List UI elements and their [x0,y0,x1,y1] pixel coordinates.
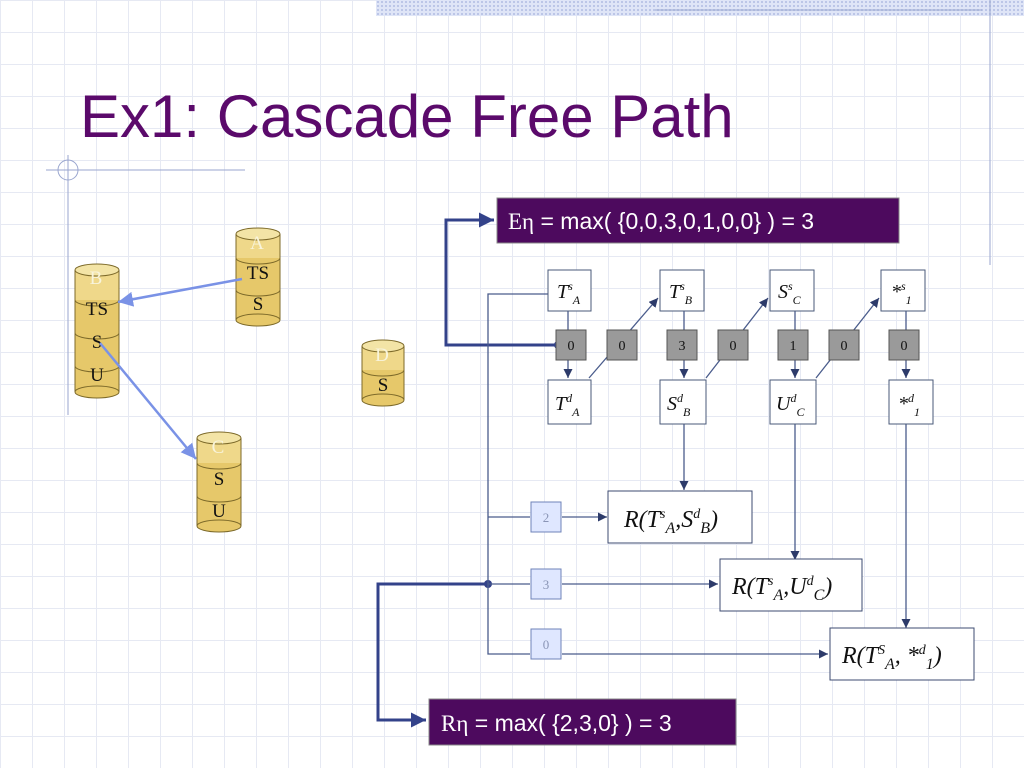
cylinder-A: A TS S [235,227,281,327]
svg-text:R(TSA, *d1): R(TSA, *d1) [841,643,942,673]
svg-text:Eη = max( {0,0,3,0,1,0,0} ) =: Eη = max( {0,0,3,0,1,0,0} ) = 3 [508,208,814,234]
decorative-lines [46,0,991,415]
result-box-2: R(TSA, *d1) [829,627,975,681]
svg-text:3: 3 [679,339,686,354]
r-eta-symbol: Rη [441,711,468,736]
cylinder-D-layer-S: S [378,375,389,396]
bottom-node-star-d1: *d1 [888,379,934,425]
counter-6: 0 [888,329,920,361]
counter-0: 0 [555,329,587,361]
e-eta-banner: Eη = max( {0,0,3,0,1,0,0} ) = 3 [496,197,900,244]
top-node-SsC: SsC [769,269,815,312]
page-title: Ex1: Cascade Free Path [80,83,734,150]
svg-text:2: 2 [543,510,550,525]
connector-to-r-eta [376,582,487,728]
svg-text:0: 0 [619,339,626,354]
svg-text:*s1: *s1 [891,279,912,307]
cylinder-C-layer-U: U [212,501,226,522]
arrow-B-S-to-C-S [99,342,197,460]
svg-text:Rη = max( {2,3,0} ) = 3: Rη = max( {2,3,0} ) = 3 [441,710,672,736]
connector-to-e-eta [444,212,558,347]
svg-text:0: 0 [568,339,575,354]
svg-text:TsB: TsB [669,279,693,307]
cylinder-B: B TS S U [74,263,120,399]
counter-3: 0 [717,329,749,361]
header-dot-band [376,0,1024,16]
svg-text:R(TsA,SdB): R(TsA,SdB) [623,507,718,537]
cylinder-C: C S U [196,431,242,533]
top-node-TsA: TsA [547,269,592,312]
svg-text:TsA: TsA [557,279,581,307]
r-eta-banner: Rη = max( {2,3,0} ) = 3 [428,698,737,746]
cylinder-D: D S [361,339,405,407]
cylinder-B-layer-TS: TS [86,299,108,320]
counter-4: 1 [777,329,809,361]
svg-text:0: 0 [730,339,737,354]
result-box-0: R(TsA,SdB) [607,490,753,544]
result-box-1: R(TsA,UdC) [719,558,863,612]
svg-text:R(TsA,UdC): R(TsA,UdC) [731,574,832,604]
r-eta-formula: = max( {2,3,0} ) = 3 [468,710,671,736]
cylinder-A-name: A [250,233,264,254]
cylinder-A-layer-TS: TS [247,263,269,284]
svg-text:SdB: SdB [667,391,691,419]
svg-text:3: 3 [543,577,550,592]
cylinder-A-layer-S: S [253,294,264,315]
svg-text:1: 1 [790,339,797,354]
result-value-1: 3 [530,568,562,600]
svg-text:UdC: UdC [776,391,805,419]
cylinder-C-name: C [212,437,225,458]
bottom-node-UdC: UdC [769,379,817,425]
svg-text:SsC: SsC [778,279,802,307]
svg-text:0: 0 [543,637,550,652]
e-eta-formula: = max( {0,0,3,0,1,0,0} ) = 3 [534,208,814,234]
top-node-TsB: TsB [659,269,705,312]
counter-5: 0 [828,329,860,361]
svg-text:0: 0 [841,339,848,354]
arrow-A-TS-to-B-TS [117,277,243,307]
svg-text:TdA: TdA [555,391,580,419]
cylinder-B-layer-S: S [92,332,103,353]
result-value-2: 0 [530,628,562,660]
top-node-star-s1: *s1 [880,269,926,312]
cylinder-B-name: B [90,268,103,289]
counter-1: 0 [606,329,638,361]
svg-text:0: 0 [901,339,908,354]
cylinder-C-layer-S: S [214,469,225,490]
bottom-node-SdB: SdB [659,379,707,425]
bottom-node-TdA: TdA [547,379,592,425]
counter-2: 3 [666,329,698,361]
result-value-0: 2 [530,501,562,533]
cylinder-D-name: D [375,345,389,366]
e-eta-symbol: Eη [508,209,534,234]
svg-text:*d1: *d1 [898,391,920,419]
cylinder-B-layer-U: U [90,365,104,386]
